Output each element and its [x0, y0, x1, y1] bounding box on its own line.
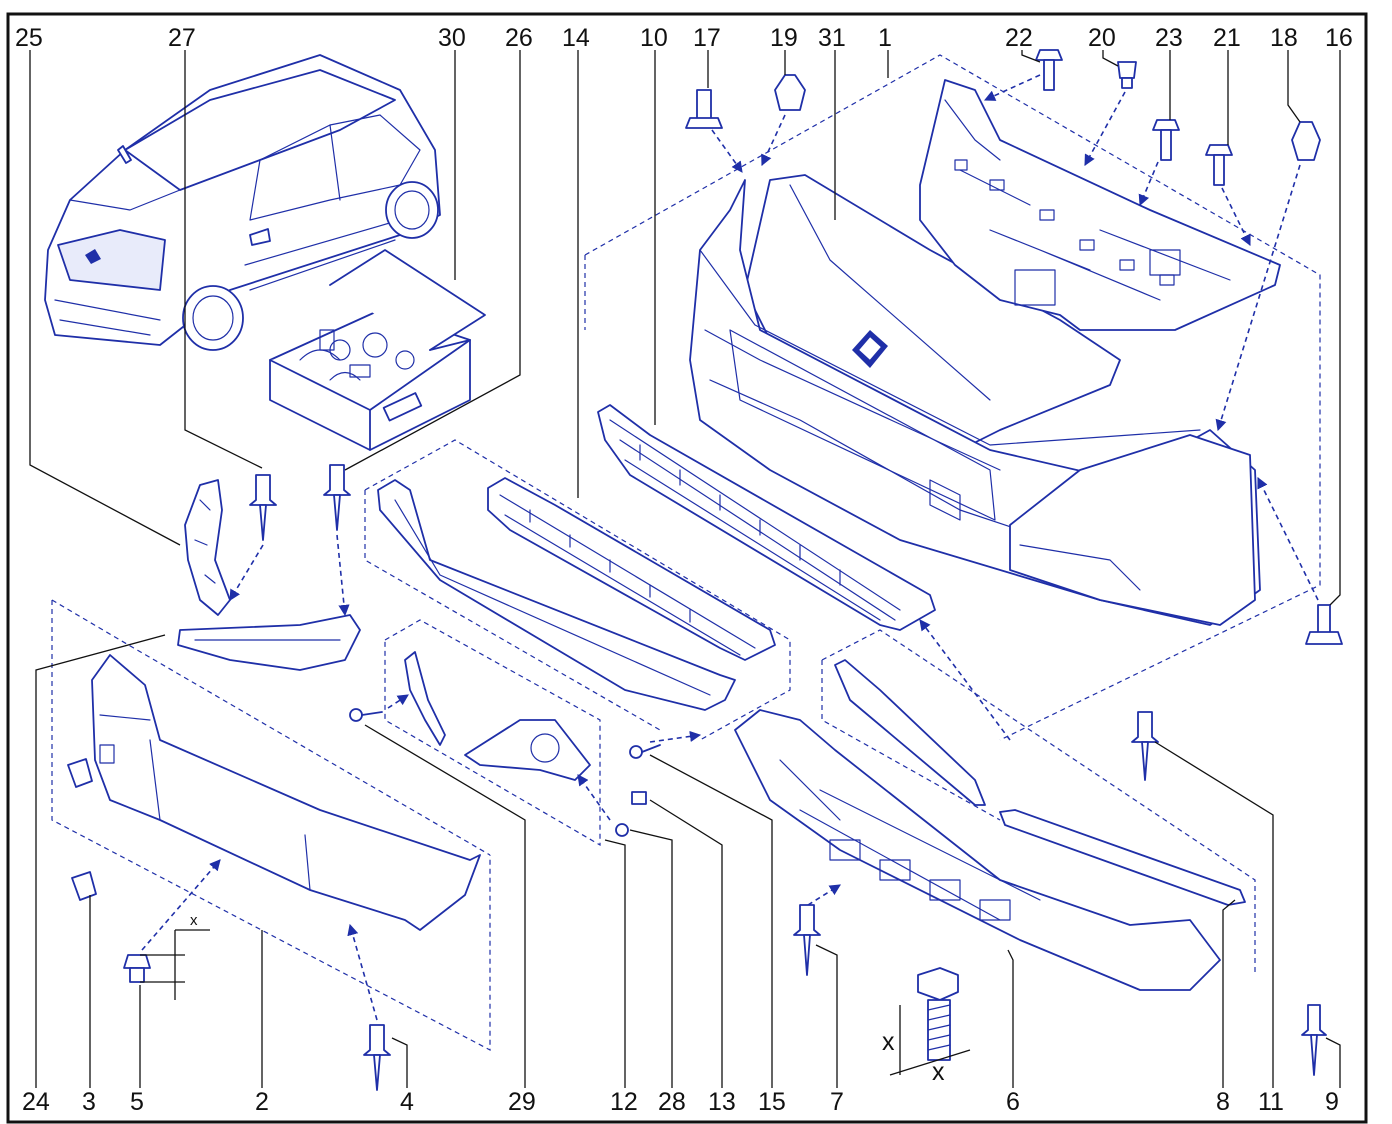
- screw-icon: [1152, 119, 1180, 161]
- callout-label: 15: [758, 1088, 786, 1116]
- rivet-icon: [323, 464, 351, 531]
- dimension-markers: [140, 929, 210, 1000]
- callout-label: 7: [830, 1088, 844, 1116]
- callout-label: 10: [640, 24, 668, 52]
- screw-icon: [629, 744, 661, 759]
- callout-leader-line: [629, 829, 673, 1088]
- callout-leader-line: [344, 50, 521, 471]
- screw-icon: [1205, 144, 1233, 186]
- callout-leader-line: [184, 50, 263, 469]
- callout-label: 26: [505, 24, 533, 52]
- front-grille: [597, 404, 936, 631]
- clip-icon: [631, 791, 647, 805]
- callout-leader-line: [364, 724, 526, 1088]
- bumper-reinforcement: [487, 477, 776, 661]
- callout-leader-line: [815, 944, 838, 1088]
- assembly-arrows: [141, 74, 1319, 1021]
- callout-label: 25: [15, 24, 43, 52]
- lower-trim-strip: [834, 659, 1246, 906]
- rivet-icon: [249, 474, 277, 541]
- callout-label: 5: [130, 1088, 144, 1116]
- parts-box-icon: [269, 249, 486, 451]
- callout-label: 23: [1155, 24, 1183, 52]
- callout-label: 29: [508, 1088, 536, 1116]
- bumper-corner-panel: [1009, 434, 1256, 626]
- callout-label: 8: [1216, 1088, 1230, 1116]
- dimension-label: x: [882, 1028, 895, 1056]
- rivet-icon: [1131, 711, 1159, 781]
- callout-label: 18: [1270, 24, 1298, 52]
- engine-undertray: [734, 709, 1221, 991]
- callout-leader-line: [35, 634, 166, 1088]
- callout-leader-line: [1325, 1037, 1341, 1088]
- callout-label: 12: [610, 1088, 638, 1116]
- callout-label: 13: [708, 1088, 736, 1116]
- clip-icon: [123, 954, 151, 983]
- callout-leaders: [29, 50, 1341, 1088]
- callout-leader-line: [1007, 949, 1014, 1088]
- callout-label: 2: [255, 1088, 269, 1116]
- dimension-bolt-icon: [889, 967, 971, 1076]
- hatchback-car-icon: [44, 54, 441, 351]
- upper-support-bracket: [919, 79, 1281, 331]
- callout-label: 11: [1258, 1088, 1284, 1116]
- callout-label: 6: [1006, 1088, 1020, 1116]
- callout-label: 14: [562, 24, 590, 52]
- dimension-label: x: [190, 912, 198, 929]
- callout-label: 16: [1325, 24, 1353, 52]
- callout-label: 28: [658, 1088, 686, 1116]
- callout-label: 31: [818, 24, 846, 52]
- screw-icon: [615, 823, 629, 837]
- callout-label: 30: [438, 24, 466, 52]
- callout-leader-line: [649, 754, 773, 1088]
- callout-leader-line: [1329, 50, 1341, 606]
- callout-leader-line: [1154, 741, 1274, 1088]
- screw-icon: [1305, 604, 1343, 645]
- callout-label: 24: [22, 1088, 50, 1116]
- lower-bumper-cover: [67, 654, 481, 931]
- fasteners: [123, 49, 1343, 1091]
- foglight-bezel: [404, 651, 591, 781]
- callout-label: 4: [400, 1088, 414, 1116]
- screw-icon: [1035, 49, 1063, 91]
- callout-label: 1: [878, 24, 892, 52]
- callout-label: 21: [1213, 24, 1241, 52]
- callout-leader-line: [391, 1037, 408, 1088]
- callouts-top: 25 27 30 26 14 10 17 19 31 1 22 20 23 21…: [15, 24, 1353, 52]
- clip-icon: [1117, 61, 1137, 89]
- callout-leader-line: [1102, 50, 1119, 67]
- rivet-icon: [1301, 1004, 1327, 1076]
- callout-label: 20: [1088, 24, 1116, 52]
- callout-label: 27: [168, 24, 196, 52]
- lower-spoiler-strip: [377, 479, 736, 711]
- grouping-outlines: [51, 54, 1321, 1051]
- callout-leader-line: [1222, 899, 1236, 1088]
- callout-leader-line: [1021, 50, 1041, 63]
- callout-label: 19: [770, 24, 798, 52]
- callout-leader-line: [604, 839, 626, 1088]
- rivet-icon: [793, 904, 821, 976]
- dimension-label: x: [932, 1058, 945, 1086]
- callout-label: 9: [1325, 1088, 1339, 1116]
- rivet-icon: [363, 1024, 391, 1091]
- screw-icon: [685, 89, 723, 129]
- bumper-side-bracket: [177, 479, 361, 671]
- callout-leader-line: [29, 50, 181, 546]
- callout-leader-line: [1287, 50, 1301, 123]
- screw-icon: [349, 708, 383, 722]
- callouts-bottom: 24 3 5 2 4 29 12 28 13 15 7 6 8 11 9: [22, 1088, 1339, 1116]
- callout-leader-line: [649, 799, 723, 1088]
- callout-label: 3: [82, 1088, 96, 1116]
- callout-label: 17: [693, 24, 721, 52]
- callout-label: 22: [1005, 24, 1033, 52]
